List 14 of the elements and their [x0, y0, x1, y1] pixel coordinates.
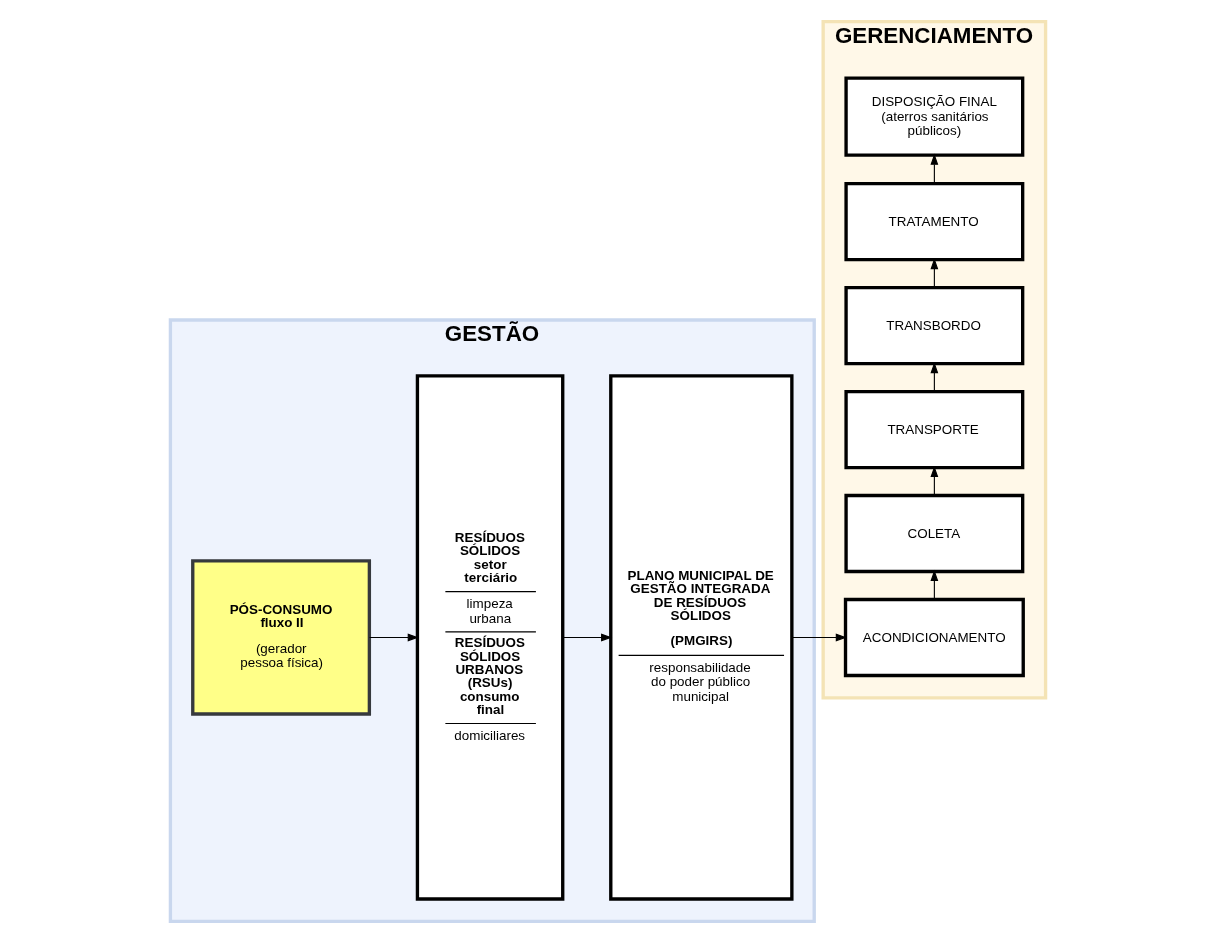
- node-box: COLETA: [843, 493, 1024, 574]
- node-box: PÓS-CONSUMO fluxo II (gerador pessoa física): [190, 559, 371, 716]
- node-box: ACONDICIONAMENTO: [843, 597, 1025, 678]
- node-box: RESÍDUOS SÓLIDOS setor terciário limpeza urbana RESÍDUOS SÓLIDOS URBANOS (RSUs) consumo final domiciliares: [415, 374, 564, 901]
- arrow: [929, 153, 938, 185]
- node-box: DISPOSIÇÃO FINAL (aterros sanitários públicos): [843, 76, 1024, 157]
- arrow: [929, 258, 938, 289]
- arrow: [561, 633, 612, 642]
- node-box: TRANSPORTE: [843, 389, 1024, 470]
- node-box: PLANO MUNICIPAL DE GESTÃO INTEGRADA DE RESÍDUOS SÓLIDOS (PMGIRS) responsabilidade do poder público municipal: [608, 374, 794, 901]
- arrow: [368, 633, 419, 642]
- arrow: [790, 633, 847, 642]
- node-box: TRATAMENTO: [843, 182, 1024, 262]
- node-box: TRANSBORDO: [843, 285, 1024, 366]
